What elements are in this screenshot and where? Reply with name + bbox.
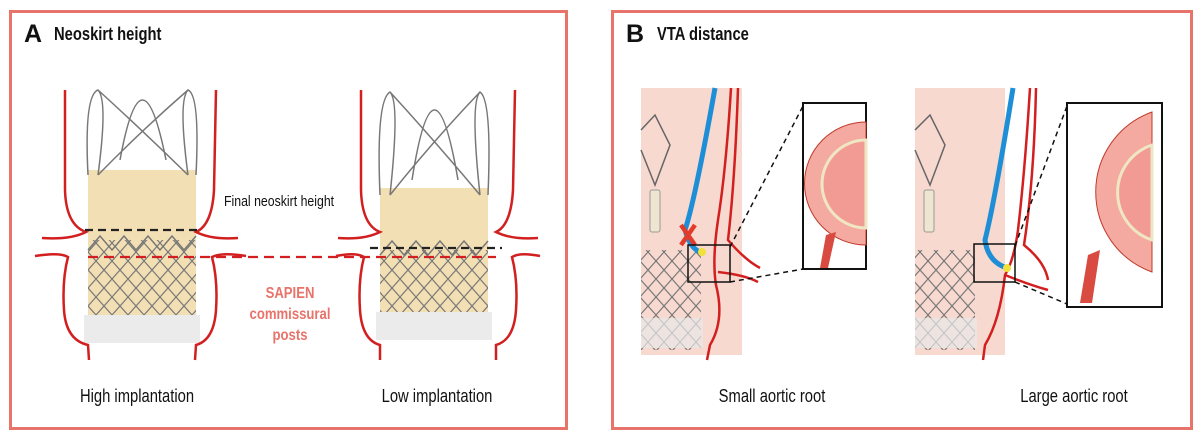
valve-low-implantation bbox=[376, 91, 492, 340]
caption-low-implantation: Low implantation bbox=[381, 386, 493, 406]
panel-b-letter: B bbox=[626, 20, 645, 48]
large-root-illustration bbox=[914, 87, 1163, 361]
final-neoskirt-label: Final neoskirt height bbox=[224, 193, 335, 210]
caption-small-aortic-root: Small aortic root bbox=[718, 386, 826, 406]
sapien-label: SAPIEN commissural posts bbox=[250, 283, 331, 346]
aortic-wall-low bbox=[335, 89, 541, 360]
panel-a-letter: A bbox=[24, 20, 43, 48]
panel-a-title: Neoskirt height bbox=[54, 24, 162, 44]
obstruction-x-icon bbox=[679, 223, 697, 247]
caption-high-implantation: High implantation bbox=[79, 386, 195, 406]
sapien-label-line: SAPIEN bbox=[265, 285, 315, 302]
aortic-wall-high bbox=[34, 89, 247, 361]
valve-high-implantation bbox=[84, 89, 200, 343]
small-root-illustration bbox=[640, 87, 868, 361]
caption-large-aortic-root: Large aortic root bbox=[1020, 386, 1128, 406]
sapien-label-line: posts bbox=[272, 327, 308, 344]
panel-b-title: VTA distance bbox=[657, 24, 749, 44]
sapien-label-line: commissural bbox=[249, 306, 331, 323]
